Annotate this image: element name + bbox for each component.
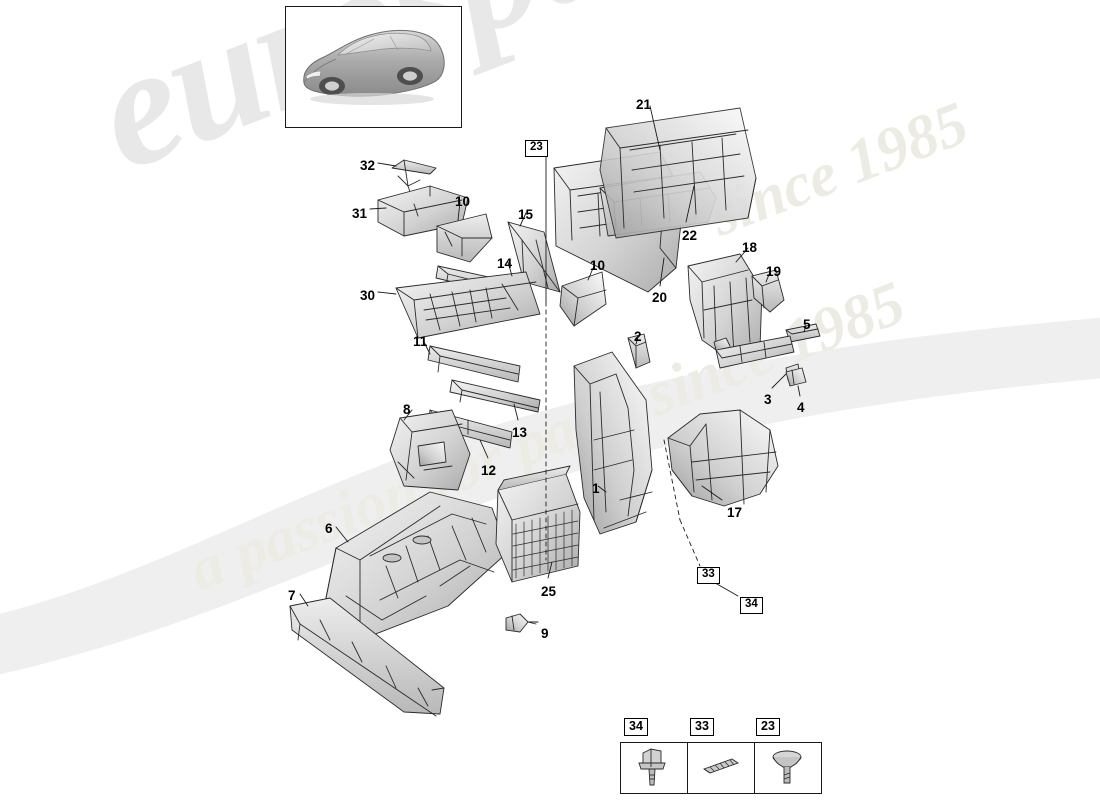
legend-cell-23[interactable] (755, 743, 821, 793)
callout-13[interactable]: 13 (512, 425, 528, 440)
push-rivet-icon (772, 750, 802, 784)
callout-23-boxed[interactable]: 23 (525, 140, 548, 157)
part-10-right-panel (559, 271, 607, 327)
callout-12[interactable]: 12 (481, 463, 497, 478)
part-25-box (495, 465, 581, 583)
callout-8[interactable]: 8 (403, 402, 411, 417)
callout-30[interactable]: 30 (360, 288, 376, 303)
callout-9[interactable]: 9 (541, 626, 549, 641)
callout-3[interactable]: 3 (764, 392, 772, 407)
legend-cell-34[interactable] (621, 743, 688, 793)
fastener-legend (620, 742, 822, 794)
callout-15[interactable]: 15 (518, 207, 534, 222)
part-13-rail (449, 379, 541, 413)
part-17-wheel-house (667, 409, 779, 507)
callout-11[interactable]: 11 (413, 334, 428, 349)
callout-17[interactable]: 17 (727, 505, 743, 520)
vehicle-silhouette-icon (303, 29, 445, 105)
callout-10-upper[interactable]: 10 (455, 194, 471, 209)
part-30-floor-plate (395, 271, 541, 339)
callout-33-boxed[interactable]: 33 (697, 567, 720, 584)
callout-25[interactable]: 25 (541, 584, 557, 599)
part-1-inner-panel (573, 351, 653, 535)
legend-num-23: 23 (756, 718, 780, 736)
callout-14[interactable]: 14 (497, 256, 513, 271)
legend-num-33: 33 (690, 718, 714, 736)
callout-22[interactable]: 22 (682, 228, 698, 243)
callout-2[interactable]: 2 (634, 329, 642, 344)
callout-4[interactable]: 4 (797, 400, 805, 415)
callout-32[interactable]: 32 (360, 158, 376, 173)
callout-21[interactable]: 21 (636, 97, 652, 112)
callout-1[interactable]: 1 (592, 481, 600, 496)
callout-31[interactable]: 31 (352, 206, 368, 221)
part-9-clip (505, 613, 537, 633)
legend-header: 34 33 23 (620, 718, 820, 740)
callout-18[interactable]: 18 (742, 240, 758, 255)
part-19-bracket (751, 269, 785, 313)
legend-cell-33[interactable] (688, 743, 755, 793)
callout-7[interactable]: 7 (288, 588, 296, 603)
vehicle-inset-frame (285, 6, 462, 128)
knurled-sleeve-icon (703, 758, 739, 774)
part-21-cross-panel (599, 107, 757, 239)
legend-num-34: 34 (624, 718, 648, 736)
part-10-upper-panel (436, 213, 493, 263)
callout-19[interactable]: 19 (766, 264, 782, 279)
callout-34-boxed[interactable]: 34 (740, 597, 763, 614)
part-11-rail (427, 345, 521, 383)
part-32-bracket (391, 159, 437, 205)
hex-flange-bolt-icon (638, 748, 666, 786)
callout-5[interactable]: 5 (803, 317, 811, 332)
callout-6[interactable]: 6 (325, 521, 333, 536)
callout-20[interactable]: 20 (652, 290, 668, 305)
callout-10-right[interactable]: 10 (590, 258, 606, 273)
